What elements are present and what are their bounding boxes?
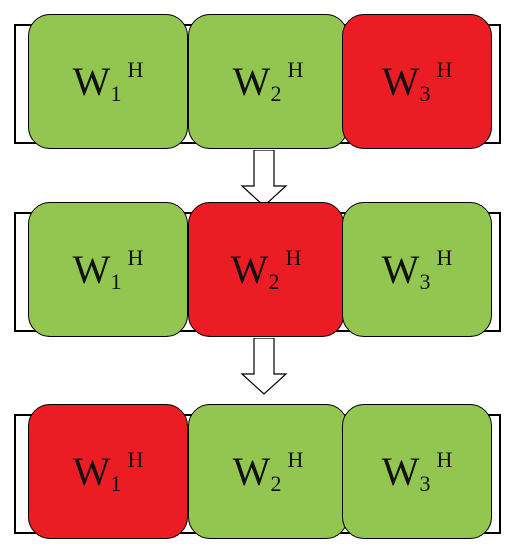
register-cell-w1: W1H	[28, 202, 188, 337]
register-row-1: W1H W2H W3H	[0, 14, 517, 154]
cell-label: W2H	[232, 56, 304, 106]
register-cell-w3: W3H	[342, 14, 492, 149]
register-cell-w3: W3H	[342, 202, 492, 337]
cell-label: W3H	[381, 244, 453, 294]
register-row-3: W1H W2H W3H	[0, 404, 517, 544]
down-arrow-icon	[240, 338, 288, 395]
register-cell-w1: W1H	[28, 404, 188, 539]
register-cell-w2: W2H	[188, 404, 348, 539]
register-cell-w2: W2H	[188, 202, 344, 337]
register-cell-w2: W2H	[188, 14, 348, 149]
cell-label: W2H	[230, 244, 302, 294]
register-row-2: W1H W2H W3H	[0, 202, 517, 342]
cell-label: W1H	[72, 446, 144, 496]
cell-label: W1H	[72, 244, 144, 294]
cell-label: W3H	[381, 446, 453, 496]
register-cell-w1: W1H	[28, 14, 188, 149]
down-arrow-icon	[240, 150, 288, 207]
cell-label: W2H	[232, 446, 304, 496]
cell-label: W1H	[72, 56, 144, 106]
cell-label: W3H	[381, 56, 453, 106]
register-cell-w3: W3H	[342, 404, 492, 539]
